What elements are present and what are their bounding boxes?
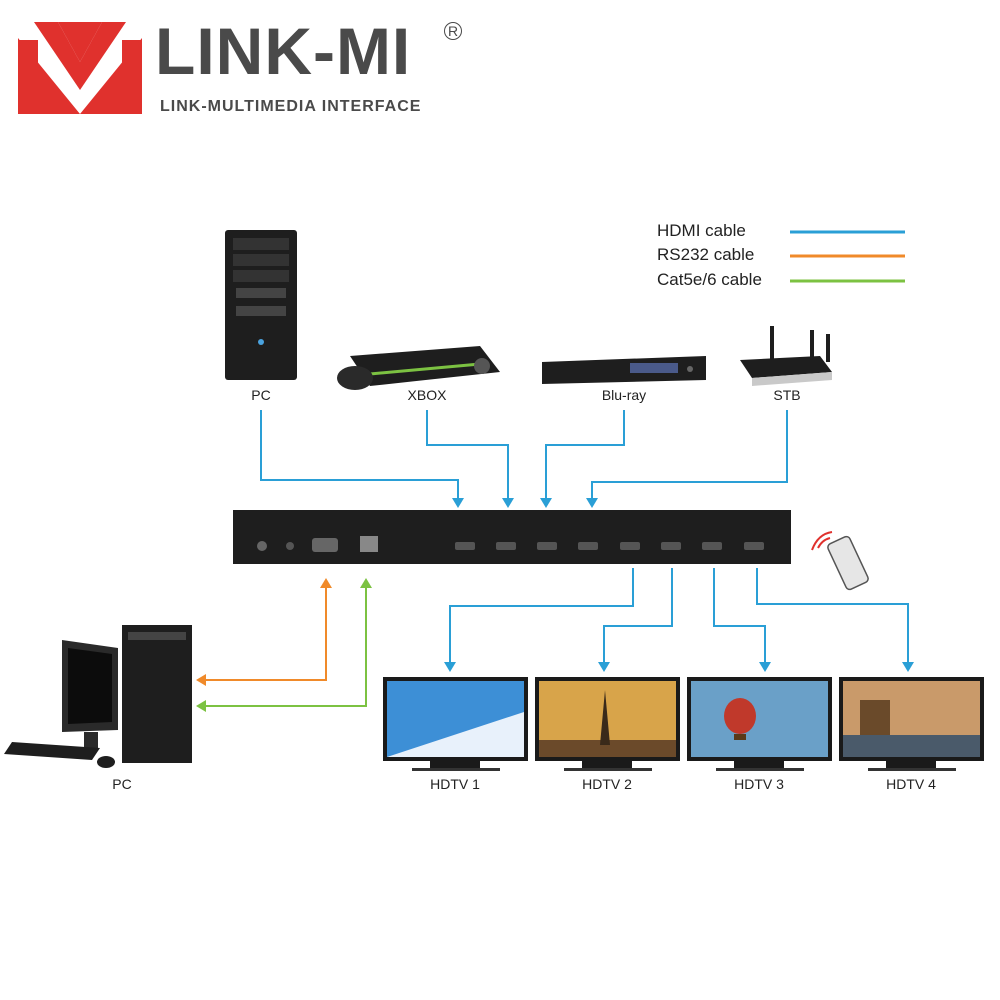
hdmi-line-out3: [713, 568, 766, 664]
rs232-line: [206, 586, 327, 681]
pc-tower-icon: [225, 230, 297, 380]
source-label-xbox: XBOX: [407, 387, 447, 403]
hdtv-3-screen: [687, 677, 832, 771]
brand-tagline: LINK-MULTIMEDIA INTERFACE: [160, 98, 422, 115]
hdmi-line-stb: [591, 410, 788, 500]
hdmi-line-pc: [260, 410, 459, 500]
control-pc-label: PC: [112, 776, 132, 792]
hdtv-4-screen: [839, 677, 984, 771]
hdmi-line-xbox: [426, 410, 509, 500]
source-label-pc: PC: [251, 387, 271, 403]
source-label-bluray: Blu-ray: [601, 387, 647, 403]
hdtv-label-3: HDTV 3: [734, 776, 784, 792]
stb-icon: [740, 326, 832, 386]
hdmi-line-out4: [756, 568, 909, 664]
hdtv-label-1: HDTV 1: [430, 776, 480, 792]
legend-label-hdmi: HDMI cable: [657, 221, 746, 240]
hdtv-label-4: HDTV 4: [886, 776, 936, 792]
hdtv-2-screen: [535, 677, 680, 771]
registered-mark: R: [444, 22, 462, 40]
bluray-icon: [542, 356, 706, 384]
remote-control-icon: [811, 531, 869, 591]
hdtv-1-screen: [383, 677, 528, 771]
cat-line: [206, 586, 367, 707]
hdtv-label-2: HDTV 2: [582, 776, 632, 792]
legend-label-cat: Cat5e/6 cable: [657, 270, 762, 289]
logo-icon: [18, 22, 142, 114]
brand-name: LINK-MI: [155, 14, 412, 88]
hdmi-matrix-switcher: [233, 510, 791, 564]
hdmi-line-out2: [603, 568, 673, 664]
source-label-stb: STB: [773, 387, 801, 403]
control-pc-icon: [4, 625, 192, 768]
xbox-icon: [337, 346, 500, 390]
hdmi-line-bluray: [545, 410, 625, 500]
legend-label-rs232: RS232 cable: [657, 245, 755, 264]
hdmi-line-out1: [449, 568, 634, 664]
